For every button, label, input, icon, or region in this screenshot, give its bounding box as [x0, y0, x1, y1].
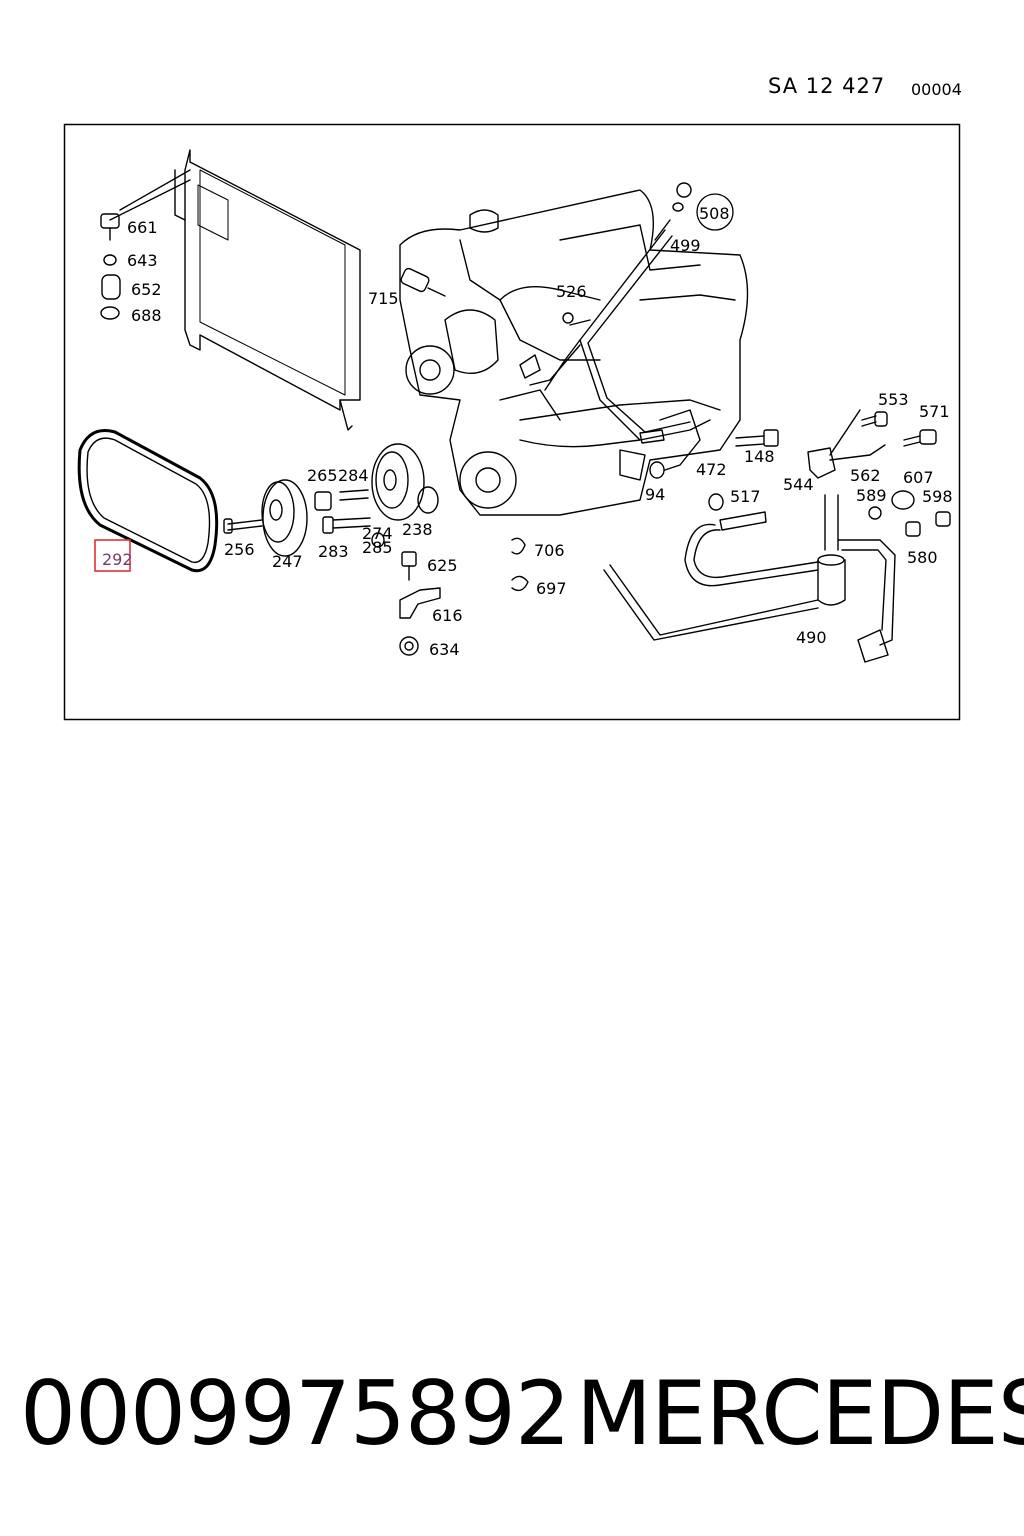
callout-508[interactable]: 508 — [699, 204, 730, 223]
callout-247[interactable]: 247 — [272, 552, 303, 571]
part-number: 0009975892 — [20, 1362, 571, 1465]
callout-490[interactable]: 490 — [796, 628, 827, 647]
brand-name: MERCEDES — [576, 1362, 1024, 1465]
bracket-616-assembly — [399, 551, 441, 656]
callout-148[interactable]: 148 — [744, 447, 775, 466]
callout-715[interactable]: 715 — [368, 289, 399, 308]
condenser — [109, 149, 361, 431]
diagram-frame — [63, 123, 961, 721]
fittings — [639, 411, 951, 537]
callout-526[interactable]: 526 — [556, 282, 587, 301]
callout-634[interactable]: 634 — [429, 640, 460, 659]
callout-652[interactable]: 652 — [131, 280, 162, 299]
highlight-box — [94, 539, 131, 572]
idler-pulley-247 — [261, 479, 308, 557]
callout-94[interactable]: 94 — [645, 485, 665, 504]
callout-553[interactable]: 553 — [878, 390, 909, 409]
callout-256[interactable]: 256 — [224, 540, 255, 559]
callout-625[interactable]: 625 — [427, 556, 458, 575]
hose-clips — [511, 537, 529, 592]
callout-580[interactable]: 580 — [907, 548, 938, 567]
drive-belt — [77, 429, 219, 573]
callout-697[interactable]: 697 — [536, 579, 567, 598]
callout-706[interactable]: 706 — [534, 541, 565, 560]
mount-hardware — [100, 213, 121, 320]
refrigerant-lines — [529, 182, 711, 471]
callout-292[interactable]: 292 — [102, 550, 133, 569]
diagram-code: SA 12 427 — [768, 74, 886, 98]
callout-571[interactable]: 571 — [919, 402, 950, 421]
callout-238[interactable]: 238 — [402, 520, 433, 539]
callout-265[interactable]: 265 — [307, 466, 338, 485]
parts-diagram: 661 643 652 688 715 526 508 499 553 571 … — [63, 123, 961, 721]
callout-499[interactable]: 499 — [670, 236, 701, 255]
callout-688[interactable]: 688 — [131, 306, 162, 325]
callout-661[interactable]: 661 — [127, 218, 158, 237]
callout-616[interactable]: 616 — [432, 606, 463, 625]
callout-284[interactable]: 284 — [338, 466, 369, 485]
callout-562[interactable]: 562 — [850, 466, 881, 485]
callout-589[interactable]: 589 — [856, 486, 887, 505]
callout-274[interactable]: 274 — [362, 524, 393, 543]
callout-643[interactable]: 643 — [127, 251, 158, 270]
callout-607[interactable]: 607 — [903, 468, 934, 487]
callout-598[interactable]: 598 — [922, 487, 953, 506]
callout-circle-508 — [696, 193, 734, 231]
sender-715 — [400, 267, 446, 297]
receiver-drier-490 — [603, 494, 896, 663]
callout-285[interactable]: 285 — [362, 538, 393, 557]
callout-517[interactable]: 517 — [730, 487, 761, 506]
sheet-number: 00004 — [911, 80, 962, 99]
tensioner-pulley-238 — [371, 443, 439, 521]
bolts — [223, 429, 779, 548]
callout-283[interactable]: 283 — [318, 542, 349, 561]
bracket-544 — [807, 409, 886, 479]
callout-472[interactable]: 472 — [696, 460, 727, 479]
callout-544[interactable]: 544 — [783, 475, 814, 494]
